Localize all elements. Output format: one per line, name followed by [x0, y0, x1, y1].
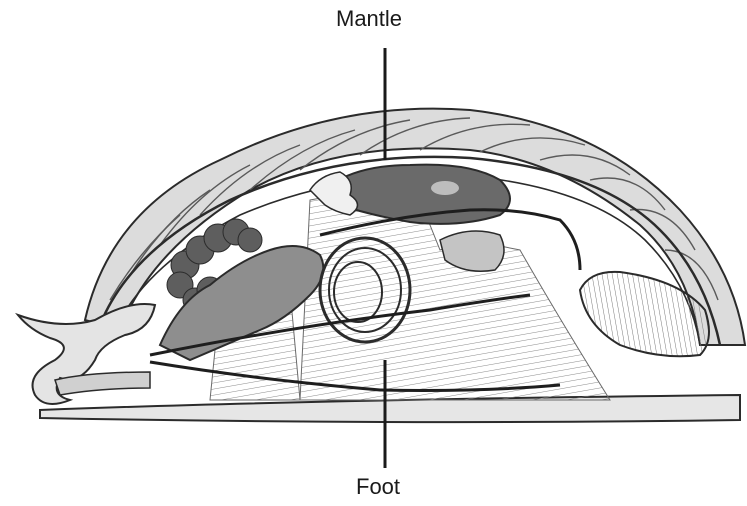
heart-highlight — [431, 181, 459, 195]
label-mantle: Mantle — [336, 6, 402, 32]
label-foot: Foot — [356, 474, 400, 500]
